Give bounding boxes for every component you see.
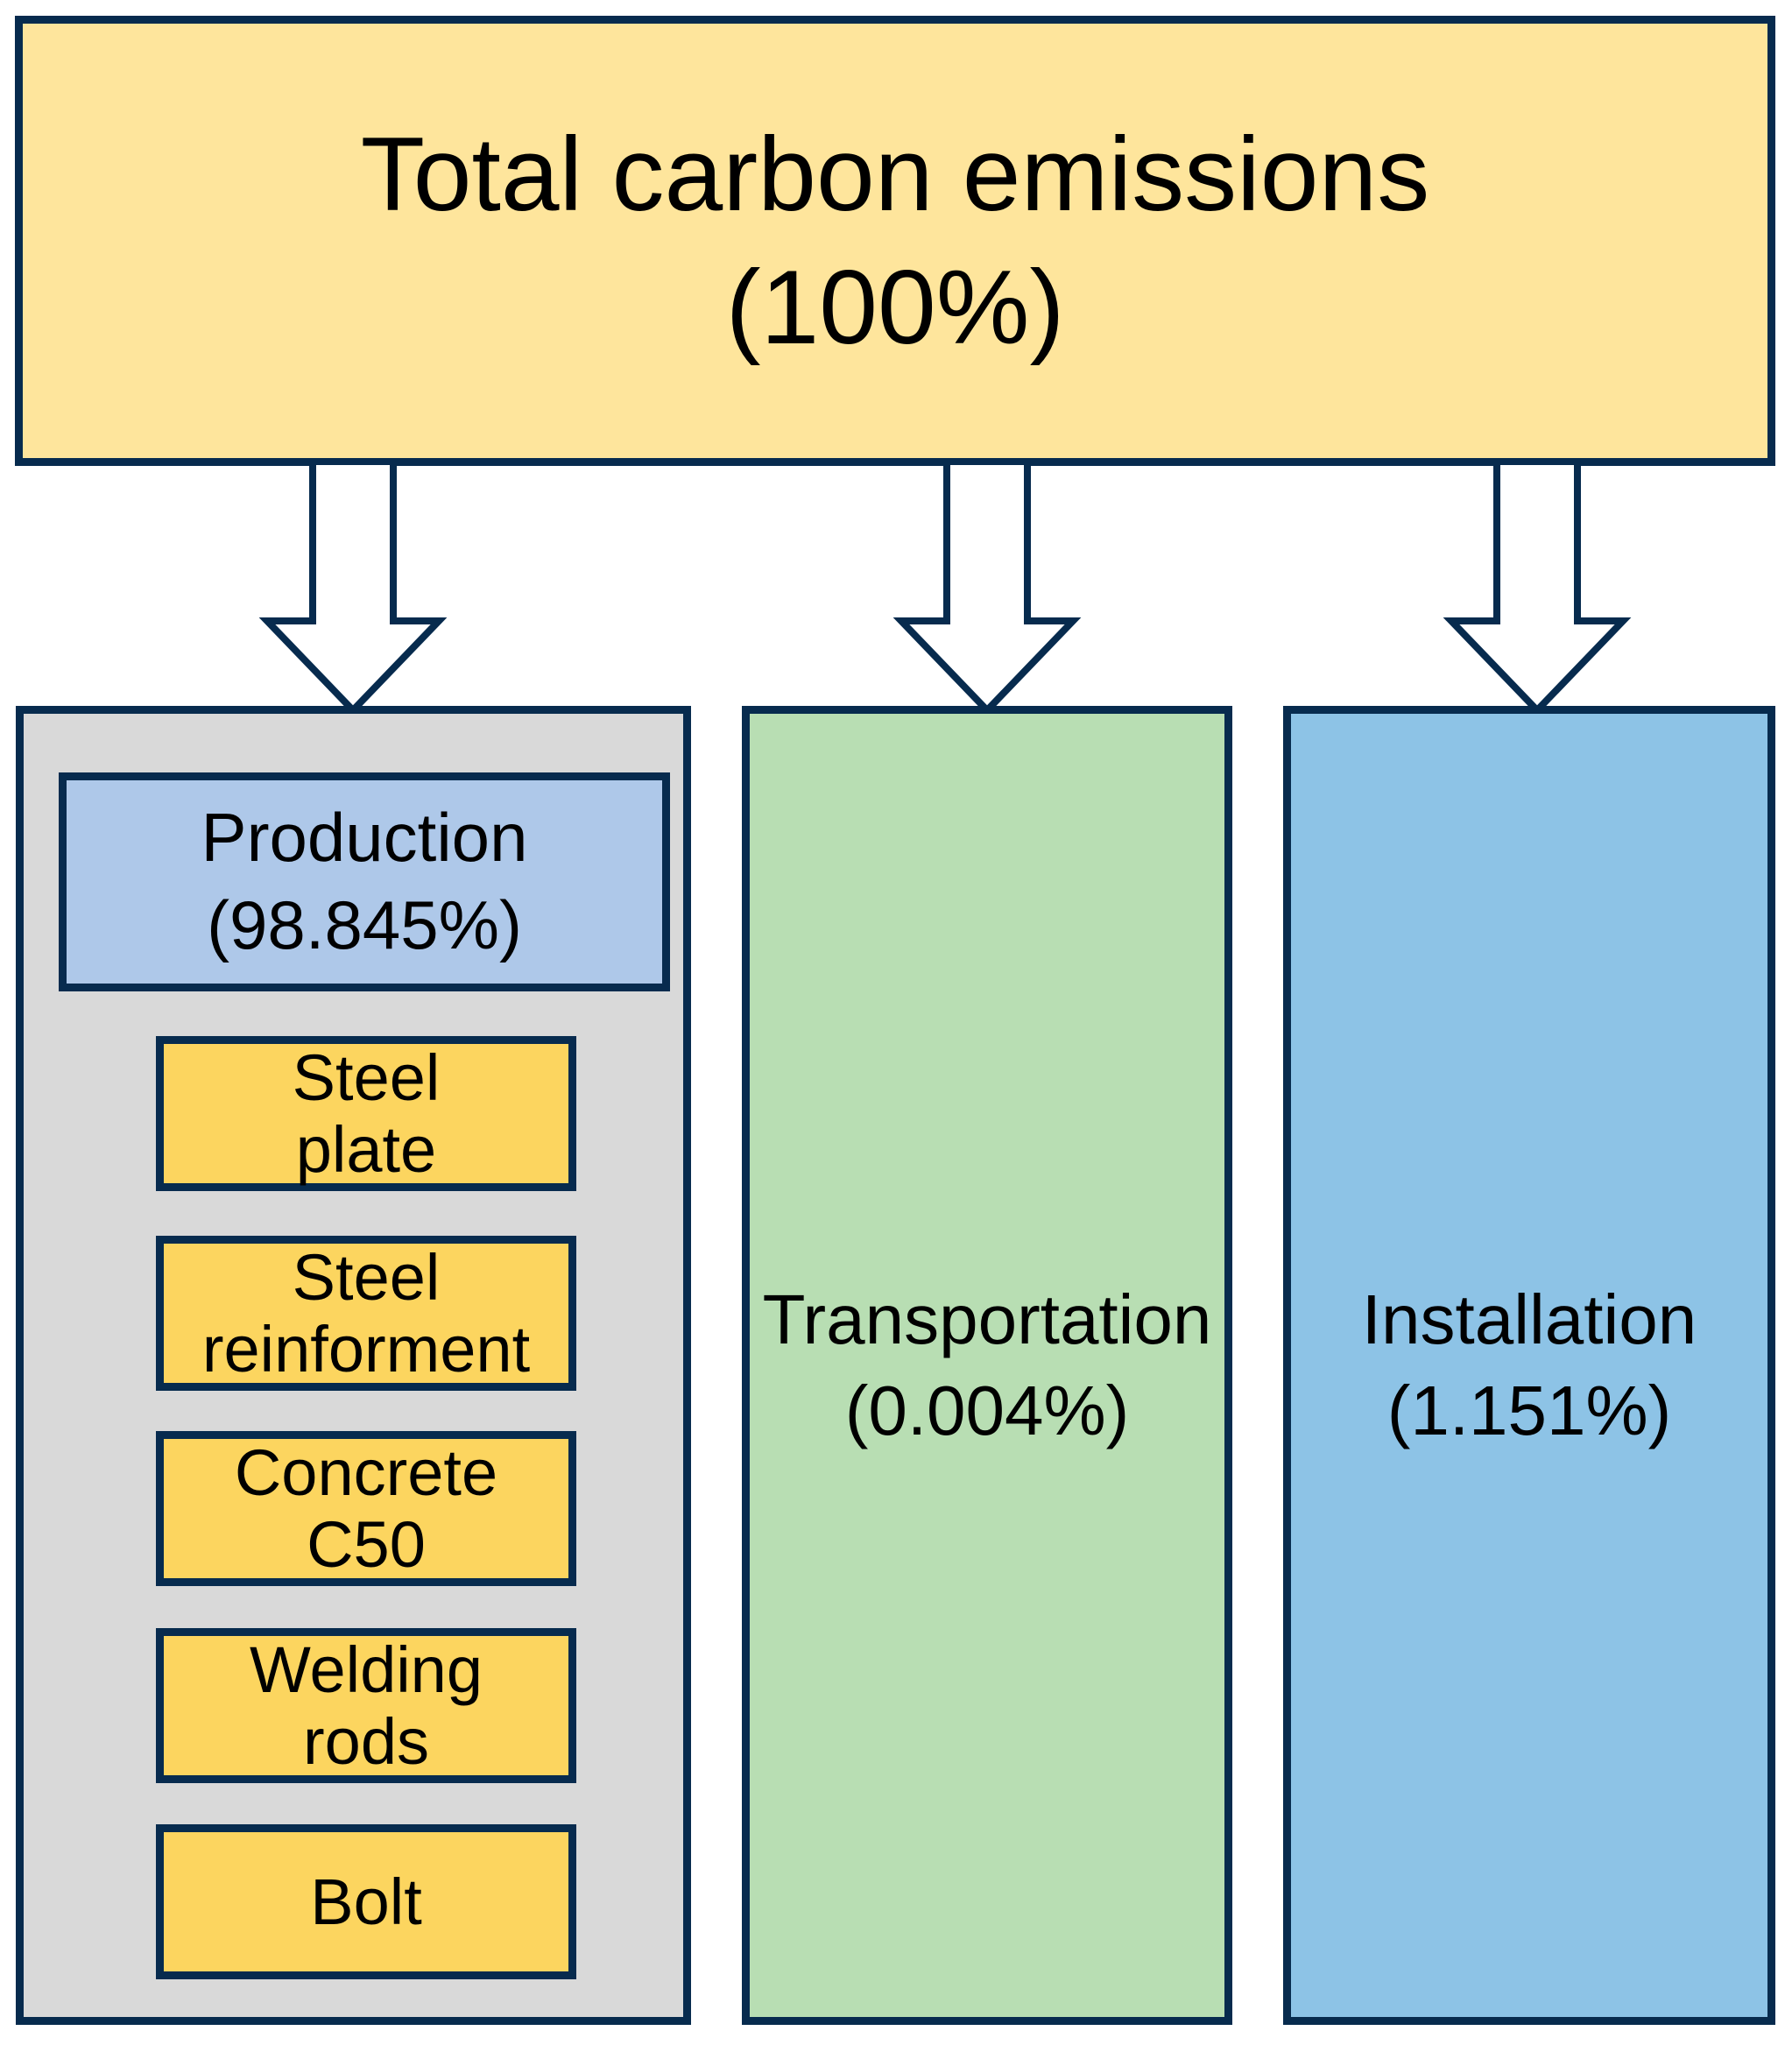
production-group-panel: Production (98.845%) Steel plate Steel r… (16, 706, 691, 2025)
down-arrow-icon (1443, 458, 1632, 716)
down-arrow-icon (892, 458, 1082, 716)
concrete-c50-node: Concrete C50 (156, 1431, 576, 1586)
installation-node: Installation (1.151%) (1283, 706, 1775, 2025)
bolt-node: Bolt (156, 1824, 576, 1979)
total-emissions-node: Total carbon emissions (100%) (15, 16, 1775, 466)
total-emissions-label: Total carbon emissions (100%) (360, 115, 1430, 366)
steel-reinforment-label: Steel reinforment (201, 1241, 531, 1386)
production-node: Production (98.845%) (59, 772, 670, 991)
transportation-node: Transportation (0.004%) (742, 706, 1232, 2025)
bolt-label: Bolt (310, 1865, 422, 1938)
steel-plate-node: Steel plate (156, 1036, 576, 1191)
steel-plate-label: Steel plate (292, 1041, 441, 1186)
concrete-c50-label: Concrete C50 (234, 1436, 498, 1581)
transportation-label: Transportation (0.004%) (762, 1280, 1212, 1449)
welding-rods-node: Welding rods (156, 1628, 576, 1783)
down-arrow-icon (258, 458, 448, 716)
steel-reinforment-node: Steel reinforment (156, 1236, 576, 1391)
welding-rods-label: Welding rods (249, 1633, 483, 1778)
installation-label: Installation (1.151%) (1361, 1280, 1697, 1449)
production-label: Production (98.845%) (201, 799, 528, 963)
